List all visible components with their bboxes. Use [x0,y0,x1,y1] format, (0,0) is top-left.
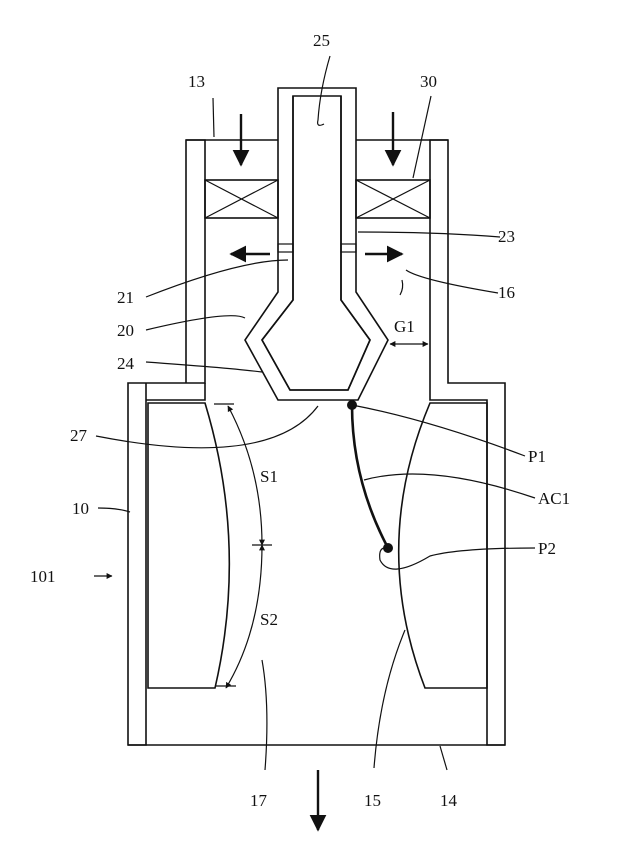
housing-10 [128,140,505,745]
arc-ac1 [347,400,393,553]
reference-labels: 25 13 30 23 16 21 20 G1 24 27 P1 S1 10 A… [30,31,570,810]
dim-s1 [228,406,262,545]
leader-lines [94,56,535,770]
label-23: 23 [498,227,515,246]
label-g1: G1 [394,317,415,336]
upper-wall-right [430,140,505,745]
label-14: 14 [440,791,458,810]
label-p1: P1 [528,447,546,466]
label-ac1: AC1 [538,489,570,508]
injection-hole-right [341,244,356,252]
label-s2: S2 [260,610,278,629]
label-10: 10 [72,499,89,518]
label-p2: P2 [538,539,556,558]
label-21: 21 [117,288,134,307]
dimensions [214,344,428,688]
label-17: 17 [250,791,268,810]
liner-right [399,403,487,688]
label-25: 25 [313,31,330,50]
flow-arrows [231,112,402,830]
liner-15 [148,403,487,688]
label-s1: S1 [260,467,278,486]
dim-s2 [226,545,262,688]
label-15: 15 [364,791,381,810]
label-20: 20 [117,321,134,340]
label-16: 16 [498,283,515,302]
label-13: 13 [188,72,205,91]
label-24: 24 [117,354,135,373]
nozzle-20 [245,88,388,400]
swirler-30 [205,180,430,218]
label-27: 27 [70,426,88,445]
label-30: 30 [420,72,437,91]
nozzle-shell [245,88,388,400]
injection-hole-left [278,244,293,252]
label-101: 101 [30,567,56,586]
upper-wall-left [128,140,205,745]
